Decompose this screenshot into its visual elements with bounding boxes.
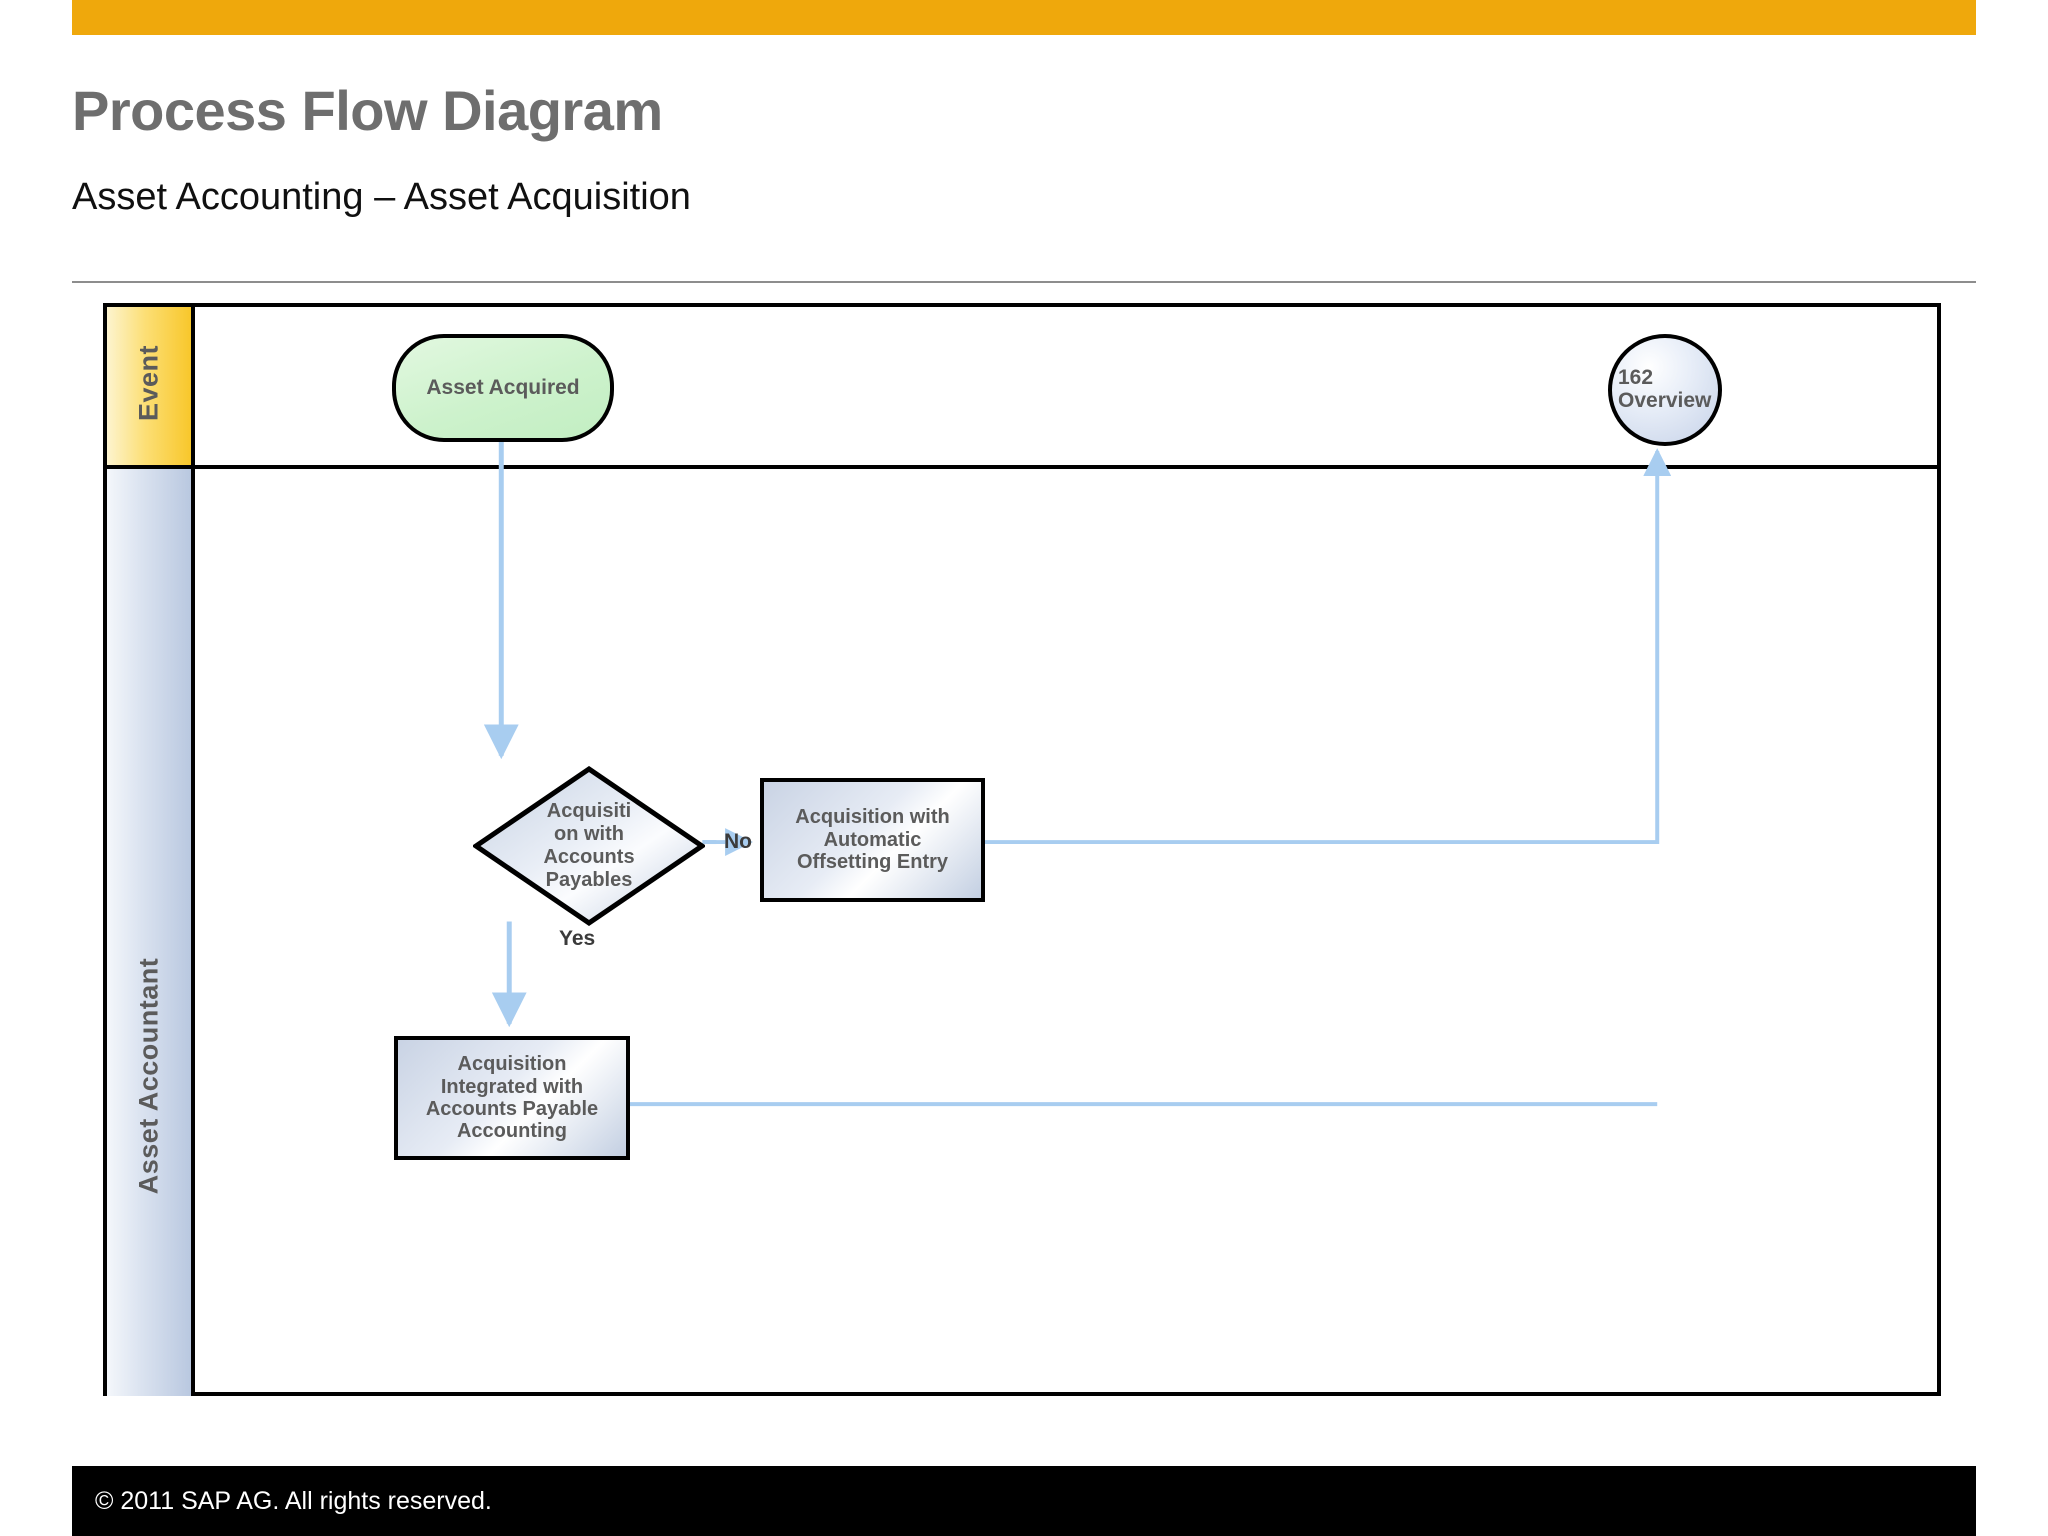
swimlane-title-column-divider (191, 307, 195, 1392)
node-integrated-ap-line4: Accounting (456, 1120, 567, 1143)
swimlane-label-asset-accountant: Asset Accountant (133, 957, 164, 1195)
page-subtitle: Asset Accounting – Asset Acquisition (72, 176, 691, 218)
process-flow-diagram: Event Asset Accountant Asset Acquired 16… (103, 303, 1941, 1396)
node-auto-offsetting-label: Acquisition with Automatic Offsetting En… (795, 806, 949, 873)
swimlane-label-event: Event (133, 344, 164, 422)
diamond-shape (473, 766, 705, 926)
node-decision-line3: Accounts (543, 846, 635, 868)
node-decision-line1: Acquisiti (546, 800, 632, 822)
swimlane-band-event: Event (107, 307, 191, 465)
footer-bar (72, 1466, 1976, 1536)
connector-offsetting-to-overview (981, 448, 1672, 845)
page-title: Process Flow Diagram (72, 79, 663, 142)
connector-layer (483, 441, 1672, 1107)
node-asset-acquired[interactable]: Asset Acquired (392, 334, 614, 442)
edge-label-yes: Yes (559, 927, 596, 950)
node-asset-acquired-label: Asset Acquired (426, 376, 580, 399)
node-auto-offsetting-line1: Acquisition with (795, 806, 950, 829)
node-integrated-ap-line2: Integrated with (440, 1075, 584, 1098)
node-162-overview-line2: Overview (1618, 389, 1712, 412)
node-integrated-ap-line3: Accounts Payable (425, 1098, 599, 1120)
node-integrated-ap-label: Acquisition Integrated with Accounts Pay… (426, 1053, 598, 1143)
swimlane-horizontal-divider (107, 465, 1937, 469)
title-divider-rule (72, 281, 1976, 283)
node-162-overview[interactable]: 162 Overview (1608, 334, 1722, 446)
edge-label-no: No (724, 830, 752, 853)
top-accent-bar (72, 0, 1976, 35)
node-decision-line2: on with (554, 823, 624, 845)
node-auto-offsetting-line2: Automatic (823, 828, 922, 851)
node-auto-offsetting-line3: Offsetting Entry (796, 851, 949, 874)
node-decision-acquisition-with-accounts-payables[interactable]: Acquisiti on with Accounts Payables (473, 766, 705, 926)
footer-copyright: © 2011 SAP AG. All rights reserved. (95, 1487, 492, 1515)
node-162-overview-line1: 162 (1618, 366, 1654, 390)
node-decision-line4: Payables (545, 869, 633, 891)
node-acquisition-with-automatic-offsetting-entry[interactable]: Acquisition with Automatic Offsetting En… (760, 778, 985, 902)
node-162-overview-label: 162 Overview (1618, 366, 1712, 412)
node-integrated-ap-line1: Acquisition (457, 1053, 567, 1076)
swimlane-band-asset-accountant: Asset Accountant (107, 469, 191, 1396)
node-acquisition-integrated-with-accounts-payable-accounting[interactable]: Acquisition Integrated with Accounts Pay… (394, 1036, 630, 1160)
node-decision-label: Acquisiti on with Accounts Payables (543, 800, 634, 892)
